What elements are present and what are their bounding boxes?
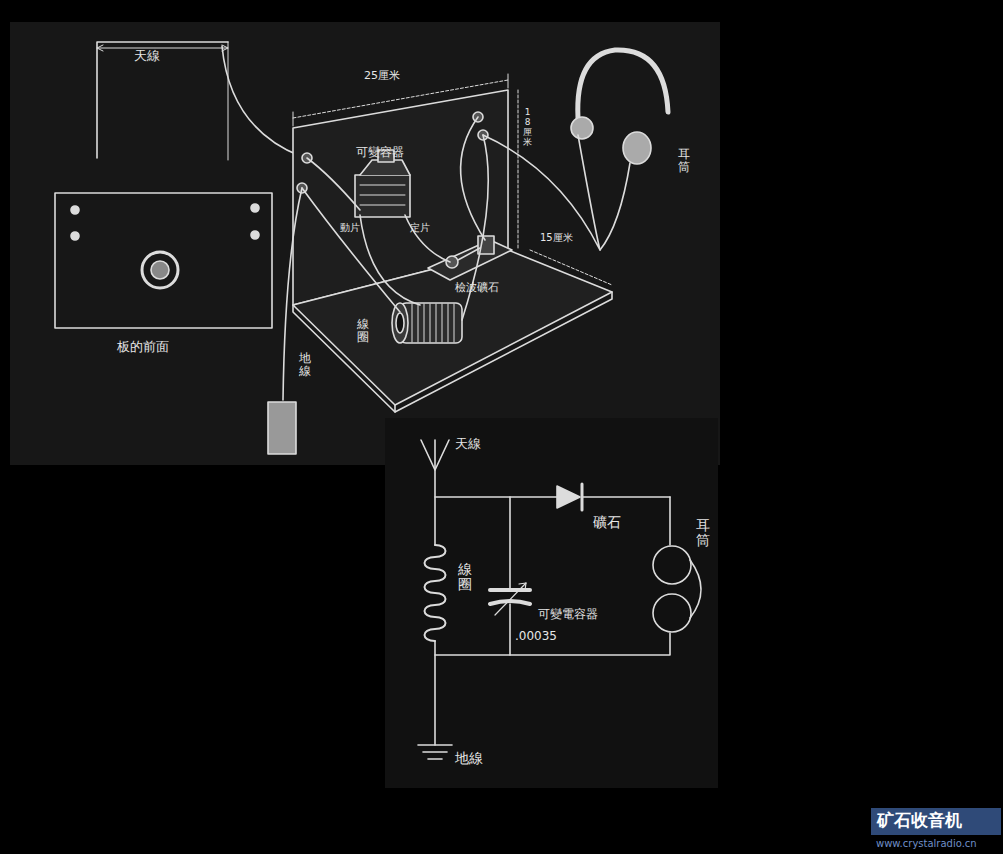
plate-label: 動片 [340,222,360,234]
dimension: 25厘米 [364,70,400,83]
detector-label: 檢波礦石 [455,282,499,295]
antenna-label: 天線 [134,49,160,64]
dimension: 15厘米 [540,232,573,244]
earphone-label: 耳筒 [678,148,690,174]
capacitor-label: 可變電容器 [538,608,598,622]
panel-caption: 板的前面 [117,340,169,355]
watermark: 矿石收音机 [877,811,962,831]
capacitance-value: .00035 [515,630,557,644]
antenna-label: 天線 [455,437,481,452]
coil-label: 線圈 [458,562,472,593]
dimension: 18厘米 [523,108,532,148]
watermark-url: www.crystalradio.cn [876,838,977,850]
plate-label: 定片 [410,222,430,234]
ground-label: 地線 [455,750,483,766]
ground-label: 地線 [299,352,311,378]
capacitor-label: 可變容器 [356,146,404,160]
earphone-label: 耳筒 [696,518,710,549]
coil-label: 線圈 [357,318,369,344]
crystal-label: 礦石 [593,514,621,530]
